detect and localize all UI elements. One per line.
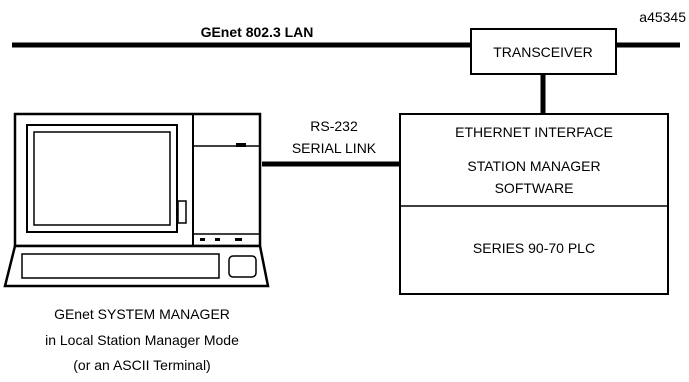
plc-label: SERIES 90-70 PLC [473,240,595,256]
software-label: SOFTWARE [495,180,574,196]
terminal-computer-icon [3,112,270,288]
rs232-label: RS-232 [310,118,358,134]
interface-box [399,113,669,295]
figure-id: a45345 [639,9,686,25]
terminal-caption-line2: in Local Station Manager Mode [45,332,239,348]
terminal-caption-line3: (or an ASCII Terminal) [73,357,210,373]
serial-link-label: SERIAL LINK [292,140,377,156]
lan-label: GEnet 802.3 LAN [201,24,314,40]
terminal-caption-line1: GEnet SYSTEM MANAGER [54,306,230,322]
ethernet-interface-label: ETHERNET INTERFACE [455,124,613,140]
transceiver-label: TRANSCEIVER [493,44,593,60]
station-manager-label: STATION MANAGER [467,158,600,174]
